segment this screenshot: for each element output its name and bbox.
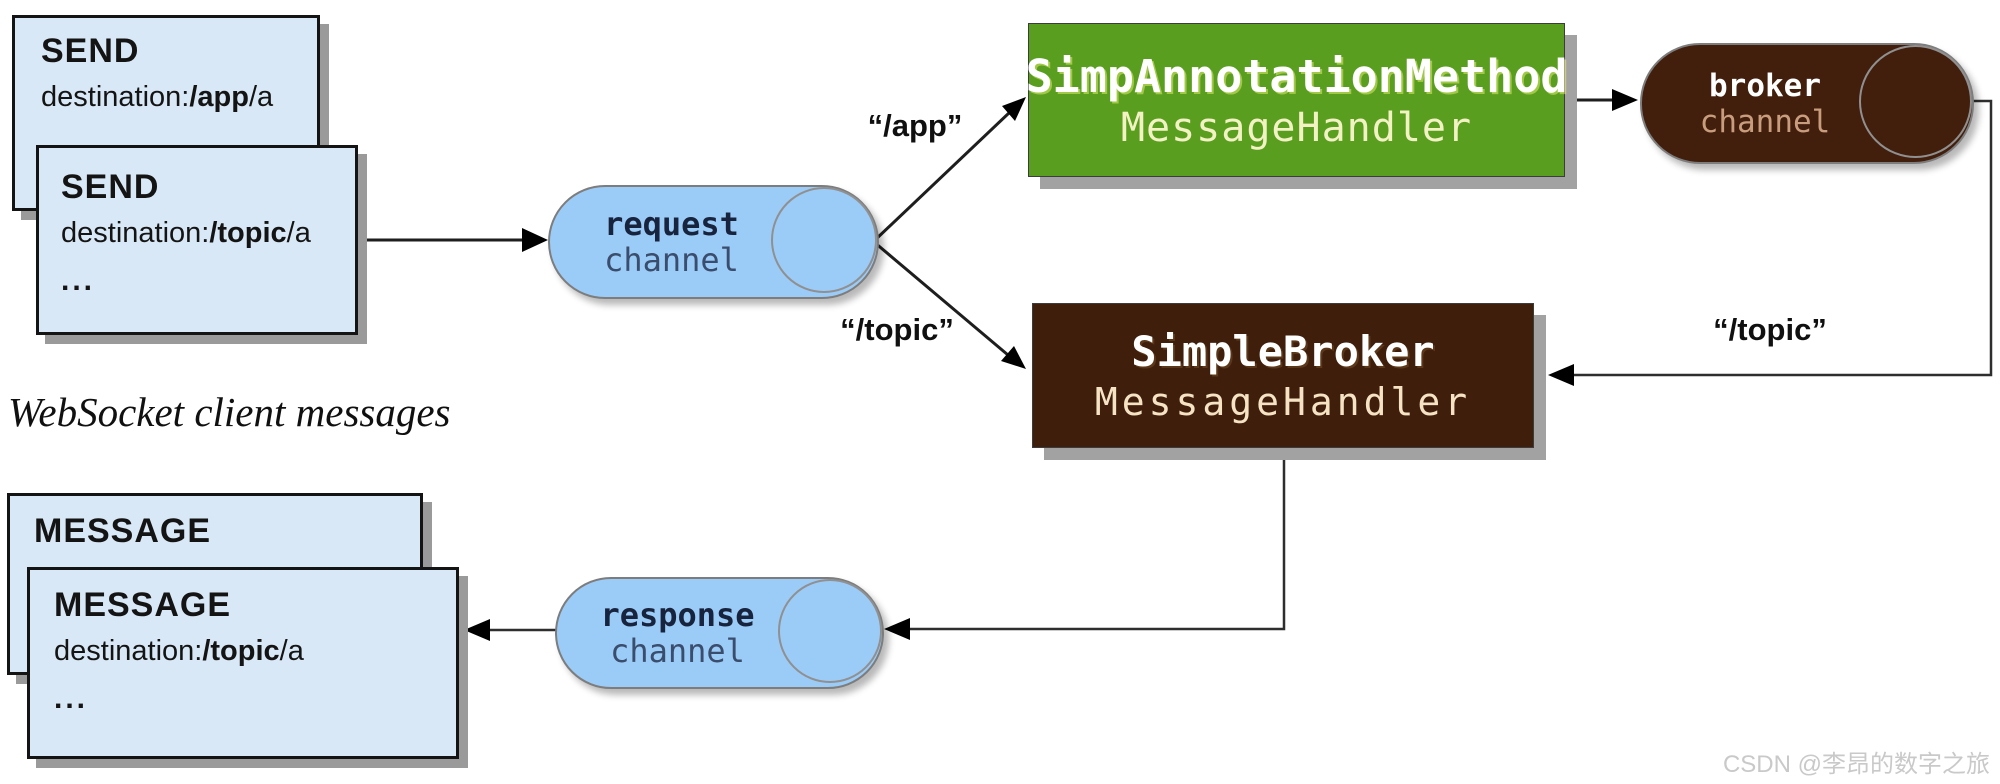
arrow-response-to-message <box>464 619 557 641</box>
handler-line1: SimpleBroker <box>1131 327 1435 376</box>
route-label-app: “/app” <box>867 108 963 143</box>
route-label-topic-left: “/topic” <box>840 312 954 347</box>
note-send-topic: SEND destination:/topic/a ... <box>36 145 358 335</box>
note-title: MESSAGE <box>34 512 212 550</box>
response-channel: response channel <box>555 577 884 689</box>
handler-line2: MessageHandler <box>1120 104 1473 151</box>
note-message-topic: MESSAGE destination:/topic/a ... <box>27 567 459 759</box>
note-title: SEND <box>61 168 160 206</box>
cylinder-end-icon <box>771 187 877 293</box>
channel-name: request <box>604 205 739 243</box>
route-label-topic-right: “/topic” <box>1713 312 1827 347</box>
channel-kind: channel <box>610 632 745 670</box>
channel-kind: channel <box>1699 103 1831 140</box>
request-channel: request channel <box>548 185 879 299</box>
note-ellipsis: ... <box>54 682 89 715</box>
simp-annotation-method-message-handler: SimpAnnotationMethod MessageHandler <box>1025 23 1568 177</box>
note-ellipsis: ... <box>61 264 96 297</box>
handler-line1: SimpAnnotationMethod <box>1025 49 1568 103</box>
note-title: MESSAGE <box>54 586 232 624</box>
arrow-broker-to-simplebroker <box>1548 99 1993 386</box>
caption-websocket-client-messages: WebSocket client messages <box>8 389 451 435</box>
note-destination: destination:/app/a <box>41 81 274 113</box>
arrow-request-to-annotation <box>872 97 1026 243</box>
cylinder-end-icon <box>778 579 882 683</box>
watermark: CSDN @李昂的数字之旅 <box>1722 751 1990 778</box>
note-destination: destination:/topic/a <box>54 635 304 667</box>
broker-channel: broker channel <box>1640 43 1974 164</box>
arrow-request-to-simplebroker <box>873 240 1026 369</box>
arrow-send-to-request <box>357 228 548 252</box>
channel-name: response <box>600 596 755 634</box>
handler-line2: MessageHandler <box>1094 380 1472 424</box>
channel-kind: channel <box>604 241 739 279</box>
note-title: SEND <box>41 32 140 70</box>
simple-broker-message-handler: SimpleBroker MessageHandler <box>1032 303 1534 448</box>
channel-name: broker <box>1709 67 1821 104</box>
cylinder-end-icon <box>1859 45 1972 158</box>
note-destination: destination:/topic/a <box>61 217 311 249</box>
arrow-simplebroker-to-response <box>884 446 1286 640</box>
arrow-annotation-to-broker <box>1566 89 1638 111</box>
